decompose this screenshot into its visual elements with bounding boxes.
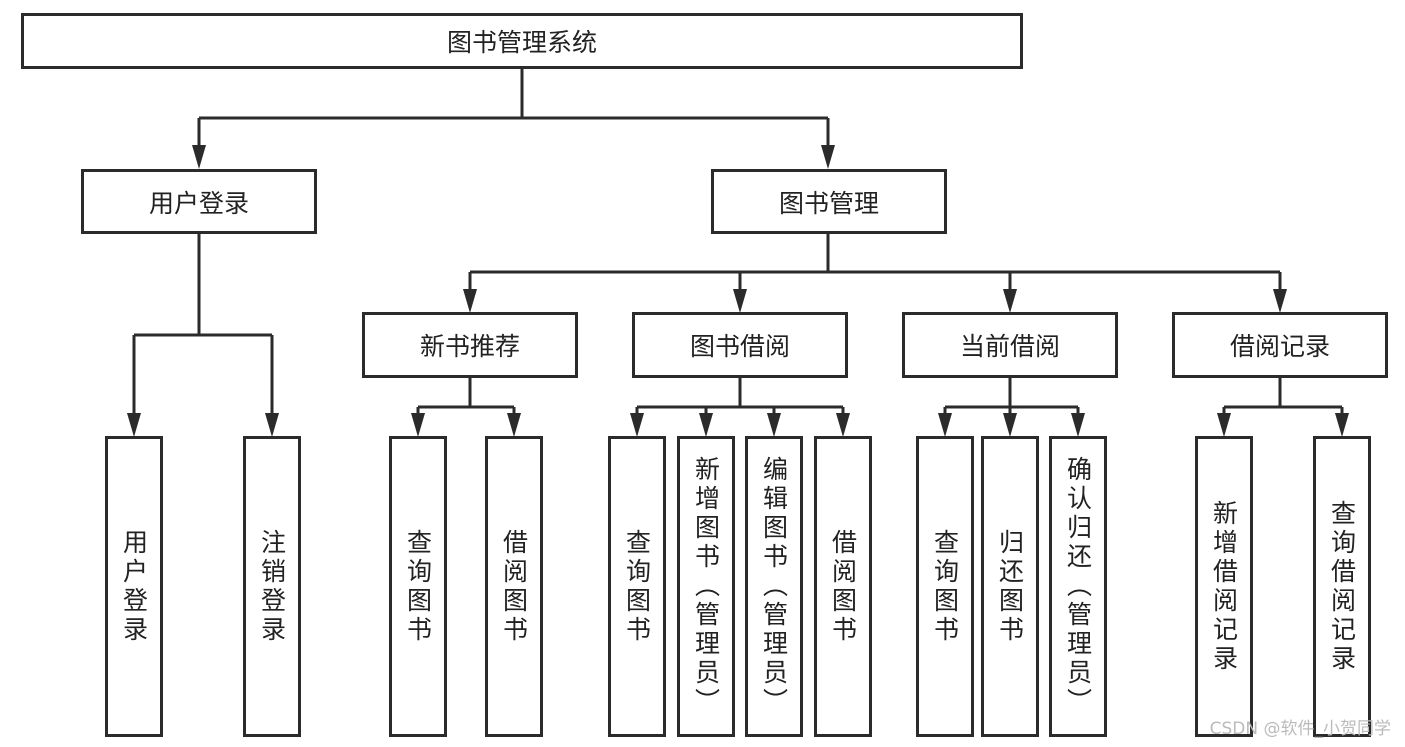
node-label: 新书推荐 <box>419 332 520 361</box>
arrow-head <box>836 413 850 437</box>
node-label: 查询图书 <box>930 528 960 645</box>
arrow-head <box>1071 413 1085 437</box>
leaf-node: 编辑图书（管理员） <box>745 436 803 737</box>
arrow-head <box>265 413 279 437</box>
node-user-login: 用户登录 <box>81 169 317 234</box>
arrow-head <box>699 413 713 437</box>
leaf-node: 归还图书 <box>981 436 1039 737</box>
watermark: CSDN @软件_小贺同学 <box>1209 719 1391 739</box>
level2-node: 新书推荐 <box>362 312 578 378</box>
node-label: 编辑图书（管理员） <box>759 456 789 717</box>
node-label: 用户登录 <box>119 528 149 645</box>
arrow-head <box>630 413 644 437</box>
arrow-head <box>733 289 747 313</box>
node-label: 借阅图书 <box>499 528 529 645</box>
node-book-management: 图书管理 <box>711 169 947 234</box>
arrow-head <box>938 413 952 437</box>
leaf-node: 用户登录 <box>105 436 163 737</box>
node-label: 查询图书 <box>622 528 652 645</box>
node-label: 新增借阅记录 <box>1209 499 1239 674</box>
node-label: 归还图书 <box>995 528 1025 645</box>
node-label: 注销登录 <box>257 528 287 645</box>
node-label: 确认归还（管理员） <box>1063 456 1093 717</box>
arrow-head <box>1335 413 1349 437</box>
node-label: 用户登录 <box>148 188 249 218</box>
arrow-head <box>507 413 521 437</box>
arrow-head <box>463 289 477 313</box>
node-label: 当前借阅 <box>959 332 1060 361</box>
node-label: 图书借阅 <box>689 332 790 361</box>
root-node: 图书管理系统 <box>21 13 1023 69</box>
leaf-node: 新增借阅记录 <box>1195 436 1253 737</box>
leaf-node: 确认归还（管理员） <box>1049 436 1107 737</box>
leaf-node: 新增图书（管理员） <box>677 436 735 737</box>
node-label: 图书管理 <box>778 188 879 218</box>
level2-node: 借阅记录 <box>1172 312 1388 378</box>
arrow-head <box>767 413 781 437</box>
level2-node: 当前借阅 <box>902 312 1118 378</box>
arrow-head <box>411 413 425 437</box>
arrow-head <box>192 145 206 169</box>
node-label: 查询借阅记录 <box>1327 499 1357 674</box>
node-label: 查询图书 <box>403 528 433 645</box>
arrow-head <box>127 413 141 437</box>
leaf-node: 注销登录 <box>243 436 301 737</box>
arrow-head <box>1217 413 1231 437</box>
leaf-node: 查询借阅记录 <box>1313 436 1371 737</box>
leaf-node: 查询图书 <box>389 436 447 737</box>
leaf-node: 查询图书 <box>608 436 666 737</box>
leaf-node: 查询图书 <box>916 436 974 737</box>
arrow-head <box>1003 413 1017 437</box>
level2-node: 图书借阅 <box>632 312 848 378</box>
leaf-node: 借阅图书 <box>485 436 543 737</box>
arrow-head <box>1273 289 1287 313</box>
root-label: 图书管理系统 <box>446 28 597 57</box>
arrow-head <box>821 145 835 169</box>
arrow-head <box>1003 289 1017 313</box>
node-label: 借阅图书 <box>828 528 858 645</box>
node-label: 借阅记录 <box>1229 332 1330 361</box>
leaf-node: 借阅图书 <box>814 436 872 737</box>
node-label: 新增图书（管理员） <box>691 456 721 717</box>
